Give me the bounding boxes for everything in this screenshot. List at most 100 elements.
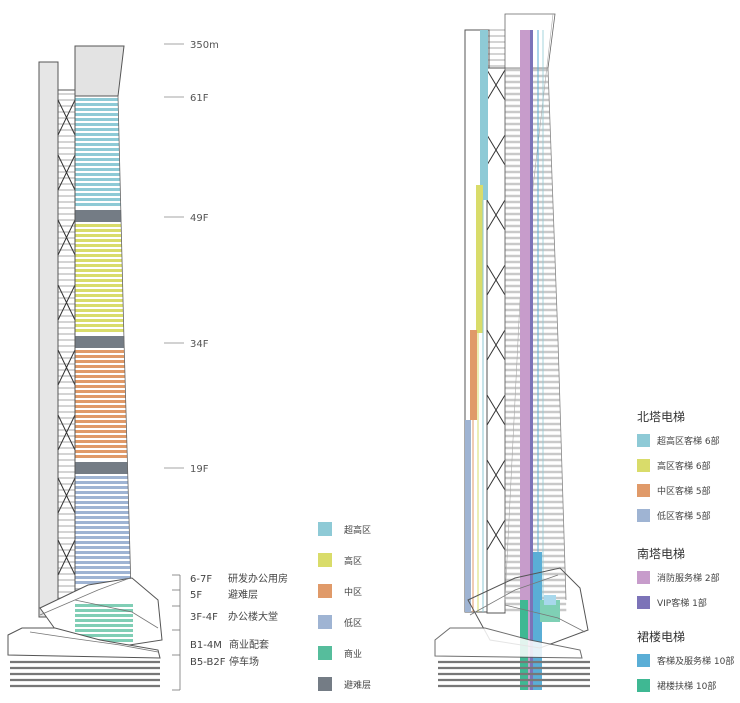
level-scale — [172, 574, 181, 691]
zone-legend-item: 超高区 — [318, 522, 371, 536]
base-code-b1-4m: B1-4M — [190, 640, 222, 651]
floor-band — [75, 385, 126, 388]
base-code-5f: 5F — [190, 590, 202, 601]
zone-legend-item: 高区 — [318, 553, 362, 567]
shaft-vip — [530, 30, 533, 690]
floor-band — [75, 183, 121, 186]
floor-band — [75, 178, 121, 181]
floor-band — [75, 365, 125, 368]
floor-band — [75, 440, 127, 443]
base-code-3f-4f: 3F-4F — [190, 612, 218, 623]
floor-band — [75, 98, 119, 101]
core-bracing — [57, 99, 76, 576]
legend-label: 客梯及服务梯 10部 — [657, 657, 735, 667]
basement-levels — [10, 660, 160, 688]
floor-band — [75, 546, 130, 549]
floor-band — [75, 168, 120, 171]
base-text-3f-4f: 办公楼大堂 — [228, 610, 278, 623]
zone-legend-item: 商业 — [318, 646, 362, 660]
floor-band — [75, 506, 129, 509]
floor-band — [75, 188, 121, 191]
floor-band — [75, 486, 129, 489]
commercial-band — [75, 624, 133, 627]
floor-band — [75, 299, 123, 302]
floor-band — [75, 556, 131, 559]
floor-band — [75, 521, 130, 524]
legend-swatch — [318, 677, 332, 691]
elevator-group-title: 裙楼电梯 — [637, 630, 686, 644]
legend-swatch — [637, 509, 650, 522]
elevator-legend-item: 客梯及服务梯 10部 — [637, 654, 734, 667]
legend-swatch — [318, 615, 332, 629]
zone-legend-item: 中区 — [318, 584, 362, 598]
floor-band — [75, 304, 124, 307]
floor-band — [75, 435, 127, 438]
elevator-group-title: 北塔电梯 — [637, 410, 686, 424]
legend-label: 低区 — [344, 618, 363, 629]
zone-legend-item: 低区 — [318, 615, 362, 629]
floor-band — [75, 496, 129, 499]
legend-swatch — [318, 522, 332, 536]
floor-band — [75, 259, 123, 262]
floor-band — [75, 284, 123, 287]
base-text-b1-4m: 商业配套 — [229, 638, 269, 651]
floor-band — [75, 355, 125, 358]
base-text-5f: 避难层 — [228, 588, 258, 601]
legend-label: 低区客梯 5部 — [657, 512, 711, 522]
floor-band — [75, 309, 124, 312]
floor-band — [75, 153, 120, 156]
floor-band — [75, 370, 125, 373]
floor-band — [75, 274, 123, 277]
shaft-low — [465, 420, 471, 612]
base-text-b5-b2f: 停车场 — [229, 655, 259, 668]
floor-band — [75, 481, 128, 484]
commercial-band — [75, 609, 133, 612]
floor-band — [75, 314, 124, 317]
floor-band — [75, 203, 121, 206]
floor-label-19f: 19F — [190, 464, 209, 475]
floor-band — [75, 561, 131, 564]
legend-swatch — [637, 596, 650, 609]
elevator-legend-item: 低区客梯 5部 — [637, 509, 711, 522]
commercial-band — [75, 619, 133, 622]
floor-band — [75, 395, 126, 398]
floor-band — [75, 531, 130, 534]
shaft-high — [476, 185, 483, 333]
legend-label: 高区 — [344, 556, 363, 567]
floor-band — [75, 244, 122, 247]
legend-label: 消防服务梯 2部 — [657, 574, 720, 584]
shaft-super-high — [480, 30, 488, 200]
height-label: 350m — [190, 40, 219, 51]
floor-band — [75, 148, 120, 151]
base-text-6-7f: 研发办公用房 — [228, 572, 288, 585]
floor-band — [75, 576, 131, 579]
legend-label: 裙楼扶梯 10部 — [657, 682, 717, 692]
legend-label: 避难层 — [344, 680, 372, 691]
legend-swatch — [637, 484, 650, 497]
floor-band — [75, 324, 124, 327]
floor-band — [75, 380, 126, 383]
tower-crown — [74, 45, 125, 97]
floor-band — [75, 289, 123, 292]
floor-band — [75, 224, 122, 227]
floor-band — [75, 279, 123, 282]
base-code-6-7f: 6-7F — [190, 574, 212, 585]
floor-band — [75, 511, 129, 514]
legend-label: 商业 — [344, 649, 363, 660]
legend-swatch — [318, 646, 332, 660]
floor-band — [75, 516, 129, 519]
floor-band — [75, 138, 120, 141]
floor-label-34f: 34F — [190, 339, 209, 350]
floor-band — [75, 571, 131, 574]
legend-swatch — [318, 553, 332, 567]
floor-band — [75, 108, 119, 111]
floor-band — [75, 415, 127, 418]
refuge-floor — [75, 462, 128, 474]
legend-swatch — [637, 434, 650, 447]
floor-band — [75, 143, 120, 146]
floor-band — [75, 249, 122, 252]
commercial-band — [75, 629, 133, 632]
legend-label: 超高区 — [344, 525, 372, 536]
elevator-legend-item: 超高区客梯 6部 — [637, 434, 720, 447]
base-code-b5-b2f: B5-B2F — [190, 657, 226, 668]
